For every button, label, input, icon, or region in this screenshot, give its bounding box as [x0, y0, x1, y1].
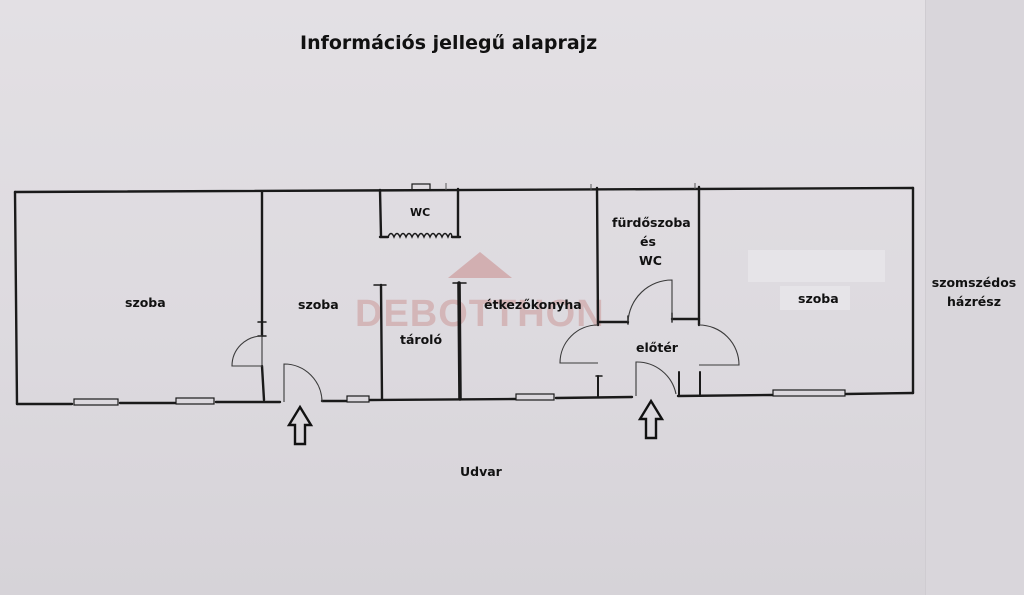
door-swing [283, 363, 323, 403]
room-label-wc: WC [410, 206, 431, 219]
wall-bottom [676, 393, 774, 398]
door-swing [635, 361, 677, 396]
window [346, 395, 370, 403]
label-patch [780, 286, 850, 310]
room-label-szoba-right: szoba [798, 291, 839, 306]
wall-tarolo-left [379, 283, 384, 401]
window [515, 393, 555, 401]
room-label-furdoszoba-wc: WC [639, 253, 662, 268]
door-swing [698, 324, 740, 366]
wall-interior [260, 364, 266, 402]
neighbor-strip [925, 0, 1024, 595]
door-swing [627, 279, 673, 323]
room-label-etkezokonyha: étkezőkonyha [484, 297, 582, 312]
room-label-szoba-left: szoba [125, 295, 166, 310]
label-patch [748, 250, 885, 282]
window [175, 397, 215, 405]
paper-sheet [0, 0, 925, 595]
room-label-furdoszoba-es: és [640, 234, 656, 249]
window [772, 389, 846, 397]
window [73, 398, 119, 406]
watermark-text: DEBOTTHON [355, 293, 605, 335]
plan-title: Információs jellegű alaprajz [300, 32, 598, 54]
room-label-eloter: előtér [636, 340, 678, 355]
wall-bottom [844, 391, 915, 396]
door-swing [559, 324, 599, 364]
wall-wc-left [378, 188, 383, 238]
neighbor-label-line2: házrész [947, 294, 1001, 309]
window [411, 183, 431, 191]
door-swing [231, 335, 263, 367]
yard-label: Udvar [460, 464, 502, 479]
entrance-arrow-icon [286, 404, 314, 446]
wall-top [13, 186, 915, 194]
neighbor-label-line1: szomszédos [931, 275, 1017, 290]
wc-partition [387, 232, 453, 239]
entrance-arrow-icon [637, 398, 665, 440]
wall-left [13, 190, 19, 406]
room-label-furdoszoba: fürdőszoba [612, 215, 691, 230]
wall-bottom [368, 397, 517, 402]
room-label-tarolo: tároló [400, 332, 443, 347]
wall-tarolo-right [457, 281, 462, 401]
wall-bath-left [595, 186, 600, 327]
watermark-logo: DEBOTTHON [355, 252, 605, 335]
room-label-szoba-middle: szoba [298, 297, 339, 312]
neighbor-label: szomszédos házrész [928, 273, 1020, 311]
wall-bottom [554, 395, 634, 400]
